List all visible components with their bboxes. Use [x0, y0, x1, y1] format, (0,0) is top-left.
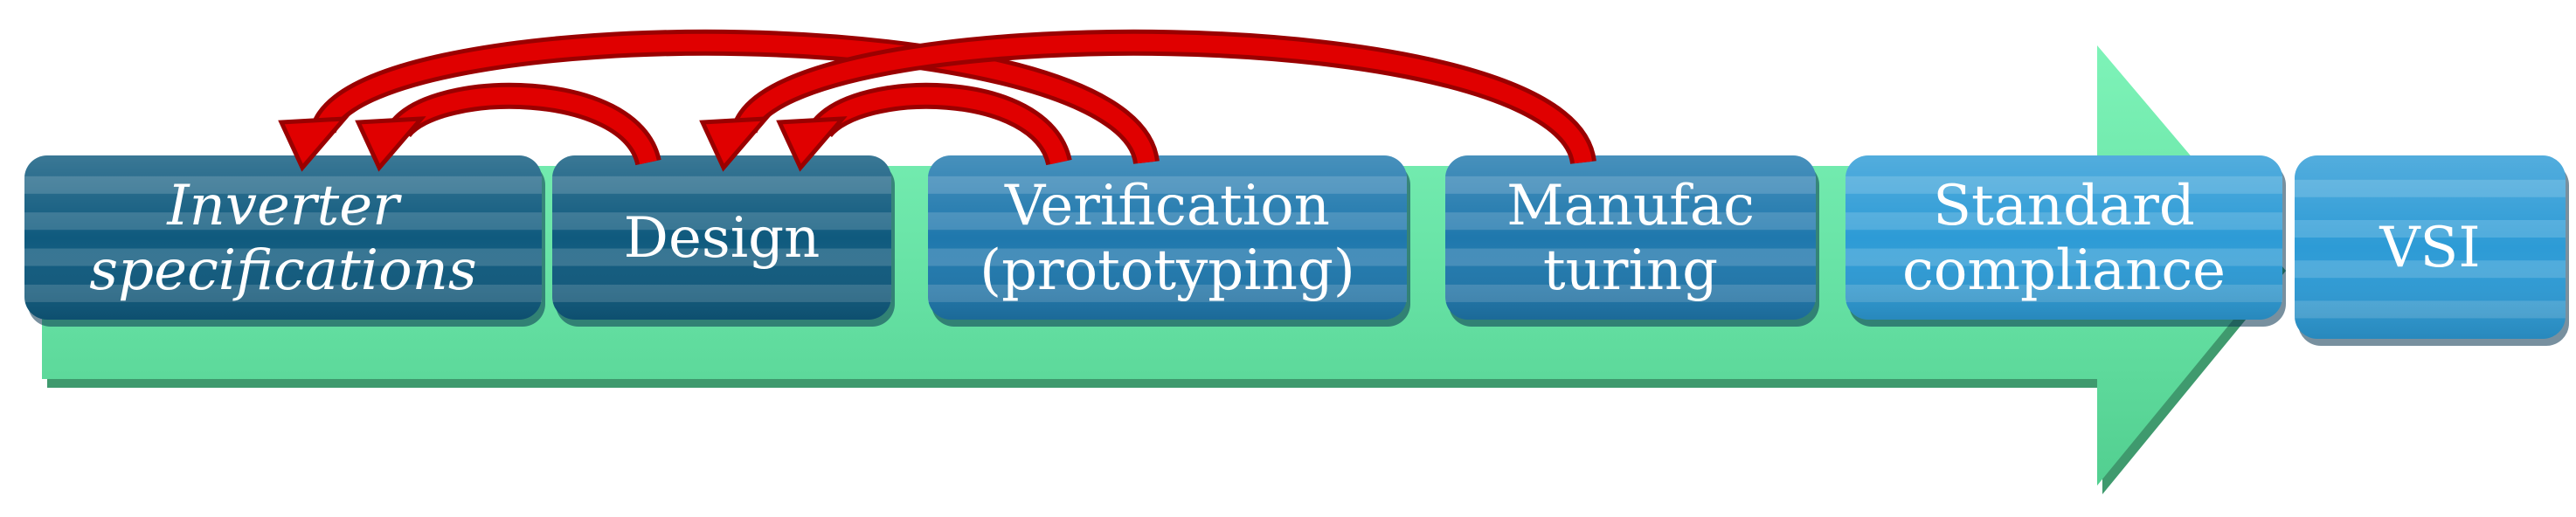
step-vsi: VSI [2295, 155, 2569, 346]
feedback-arrow-shaft [315, 33, 1155, 165]
step-label-line: compliance [1902, 238, 2226, 303]
feedback-arrow-design-to-inverter-specifications [355, 82, 661, 172]
feedback-arrow-verification-to-inverter-specifications [278, 29, 1160, 172]
step-box-shine [552, 155, 891, 320]
feedback-arrow-head [355, 116, 426, 172]
step-box-shine [1845, 155, 2282, 320]
feedback-arrow-head [776, 116, 848, 172]
feedback-arrow-manufacturing-to-design [699, 29, 1596, 172]
feedback-arrows [278, 29, 1596, 172]
feedback-arrow-shaft [736, 33, 1592, 165]
feedback-arrow-shaft [814, 86, 1068, 165]
step-box-shine [24, 155, 542, 320]
step-design: Design [552, 155, 895, 327]
step-label-line: turing [1543, 238, 1718, 303]
feedback-arrow-head [699, 116, 771, 172]
step-label-line: Standard [1933, 174, 2195, 238]
step-box-shine [928, 155, 1407, 320]
step-label-line: Verification [1004, 174, 1330, 238]
step-label-line: specifications [89, 238, 476, 303]
step-label-line: VSI [2379, 216, 2480, 280]
feedback-arrow-head [278, 116, 350, 172]
step-box-shine [1445, 155, 1816, 320]
feedback-arrow-shaft [393, 86, 657, 165]
feedback-arrow-verification-to-design [776, 82, 1072, 172]
step-label-line: (prototyping) [980, 238, 1355, 303]
step-verification: Verification(prototyping) [928, 155, 1410, 327]
step-label-line: Design [624, 206, 821, 271]
step-label-line: Manufac [1506, 174, 1755, 238]
step-box-shine [2295, 155, 2566, 339]
step-label-line: Inverter [166, 174, 402, 238]
